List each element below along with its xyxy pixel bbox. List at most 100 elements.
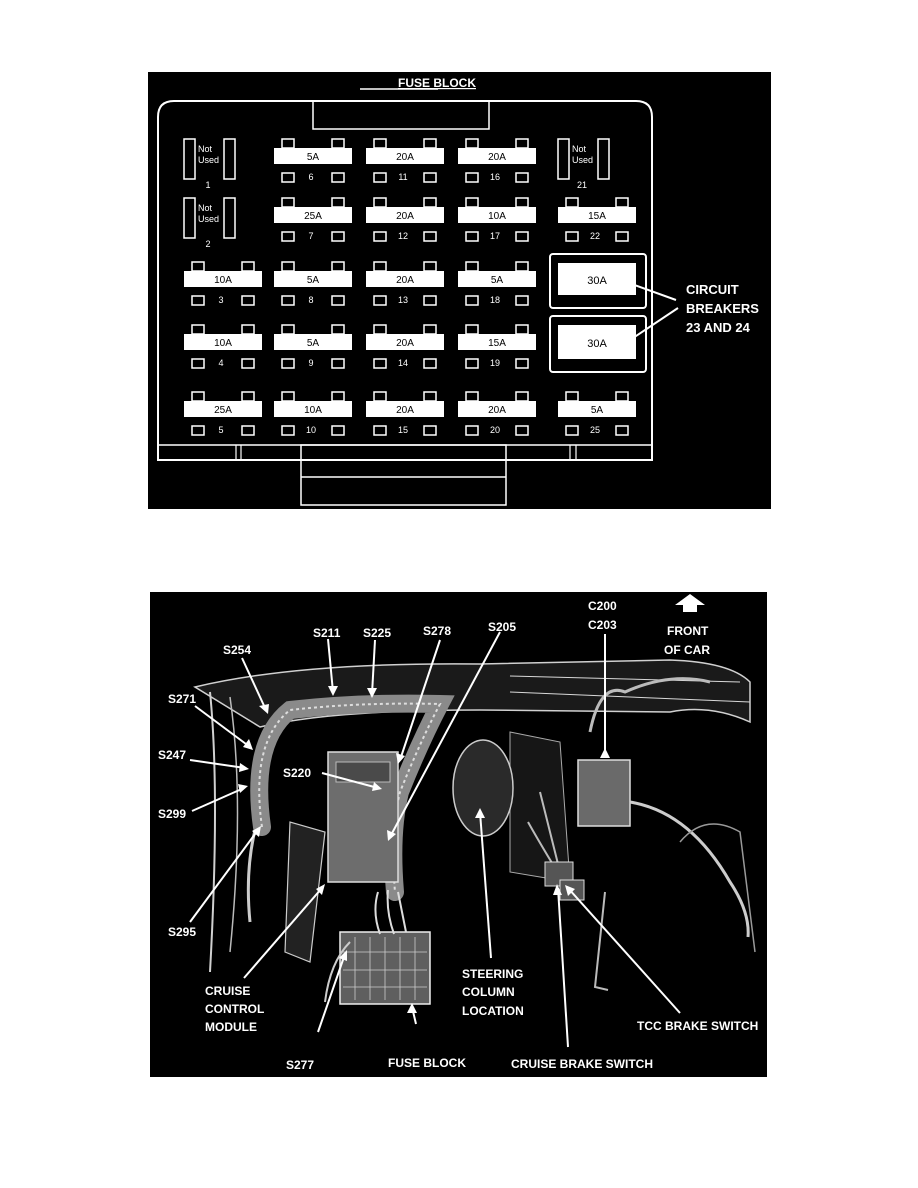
- fuse-leg: [515, 231, 529, 242]
- fuse-leg: [373, 261, 387, 272]
- fuse-leg: [515, 324, 529, 335]
- kick-panel-inner: [229, 696, 239, 953]
- fuse-leg: [465, 172, 479, 183]
- fuse-leg: [465, 425, 479, 436]
- fuse-1-rating-word: Used: [198, 155, 219, 165]
- fuse-1-number: 1: [205, 180, 210, 190]
- fuse-housing-outline: [157, 100, 653, 461]
- dash-edge-line: [509, 691, 751, 703]
- fuse-leg: [423, 172, 437, 183]
- fuse-19-number: 19: [490, 358, 500, 368]
- fuse-leg: [515, 138, 529, 149]
- fuse-leg: [373, 324, 387, 335]
- fuse-12-rating: 20A: [396, 211, 414, 222]
- fuse-15-rating: 20A: [396, 405, 414, 416]
- fuse-leg: [373, 138, 387, 149]
- fuse-5-rating: 25A: [214, 405, 232, 416]
- circuit-breaker-23-rating: 30A: [587, 275, 607, 287]
- label-front-2: OF CAR: [664, 643, 710, 657]
- fuse-13-rating: 20A: [396, 275, 414, 286]
- fuse-leg: [331, 138, 345, 149]
- fuse-8-number: 8: [308, 295, 313, 305]
- fuse-13: 20A 13: [366, 261, 444, 306]
- fuse-leg: [281, 391, 295, 402]
- fuse-leg: [281, 197, 295, 208]
- fuse-leg: [281, 261, 295, 272]
- fuse-body: [558, 207, 636, 223]
- fuse-leg: [331, 172, 345, 183]
- fuse-body: [184, 334, 262, 350]
- fuse-body: [274, 334, 352, 350]
- fuse-leg: [191, 295, 205, 306]
- fuse-8: 5A8: [274, 261, 352, 306]
- label-cruise-brake-switch: CRUISE BRAKE SWITCH: [511, 1057, 653, 1071]
- fuse-leg: [515, 197, 529, 208]
- fuse-body: [366, 401, 444, 417]
- fuse-9-rating: 5A: [307, 338, 320, 349]
- fuse-body: [184, 401, 262, 417]
- label-s220: S220: [283, 766, 311, 780]
- brake-pedal-arm: [593, 891, 609, 991]
- connector-c200-c203: [577, 759, 631, 827]
- label-fuse-block: FUSE BLOCK: [388, 1056, 466, 1070]
- fuse-leg: [465, 197, 479, 208]
- fuse-body: [366, 271, 444, 287]
- fuse-22-number: 22: [590, 231, 600, 241]
- breaker-24-arrow: [629, 307, 679, 341]
- fuse-terminal: [223, 138, 236, 180]
- fuse-leg: [241, 295, 255, 306]
- fuse-leg: [373, 425, 387, 436]
- module-connector: [335, 761, 391, 783]
- fuse-leg: [281, 231, 295, 242]
- fuse-leg: [281, 138, 295, 149]
- fuse-11-number: 11: [398, 172, 407, 182]
- fuse-leg: [515, 358, 529, 369]
- fuse-body: [366, 334, 444, 350]
- fuse-12-number: 12: [398, 231, 408, 241]
- fuse-leg: [373, 358, 387, 369]
- arrowhead-icon: [622, 334, 635, 344]
- fuse-leg: [331, 231, 345, 242]
- fuse-leg: [515, 172, 529, 183]
- label-cruise-module-2: CONTROL: [205, 1002, 264, 1016]
- fuse-body: [458, 401, 536, 417]
- fuse-leg: [281, 172, 295, 183]
- fuse-leg: [373, 231, 387, 242]
- fuse-leg: [191, 358, 205, 369]
- harness-branch-left: [246, 829, 257, 923]
- fuse-block-wires: [374, 889, 407, 935]
- circuit-breaker-23: [549, 253, 647, 309]
- fuse-body: [184, 271, 262, 287]
- fuse-7-number: 7: [308, 231, 313, 241]
- fuse-9-number: 9: [308, 358, 313, 368]
- fuse-leg: [373, 295, 387, 306]
- circuit-breakers-label-3: 23 AND 24: [686, 320, 751, 335]
- connector-harness: [588, 677, 711, 733]
- label-front-1: FRONT: [667, 624, 709, 638]
- label-s225: S225: [363, 626, 391, 640]
- kick-panel-left: [209, 691, 216, 973]
- fuse-leg: [191, 391, 205, 402]
- label-c200: C200: [588, 599, 617, 613]
- fuse-body: [458, 207, 536, 223]
- circuit-breaker-24-body: [558, 325, 636, 359]
- fuse-17-number: 17: [490, 231, 500, 241]
- fuse-13-number: 13: [398, 295, 408, 305]
- side-cable: [629, 800, 750, 938]
- fuse-leg: [615, 197, 629, 208]
- fuse-12: 20A 12: [366, 197, 444, 242]
- fuse-leg: [565, 197, 579, 208]
- label-s271: S271: [168, 692, 196, 706]
- fuse-leg: [465, 391, 479, 402]
- fuse-22-rating: 15A: [588, 211, 606, 222]
- label-s211: S211: [313, 626, 341, 640]
- fuse-leg: [423, 295, 437, 306]
- fuse-3-number: 3: [218, 295, 223, 305]
